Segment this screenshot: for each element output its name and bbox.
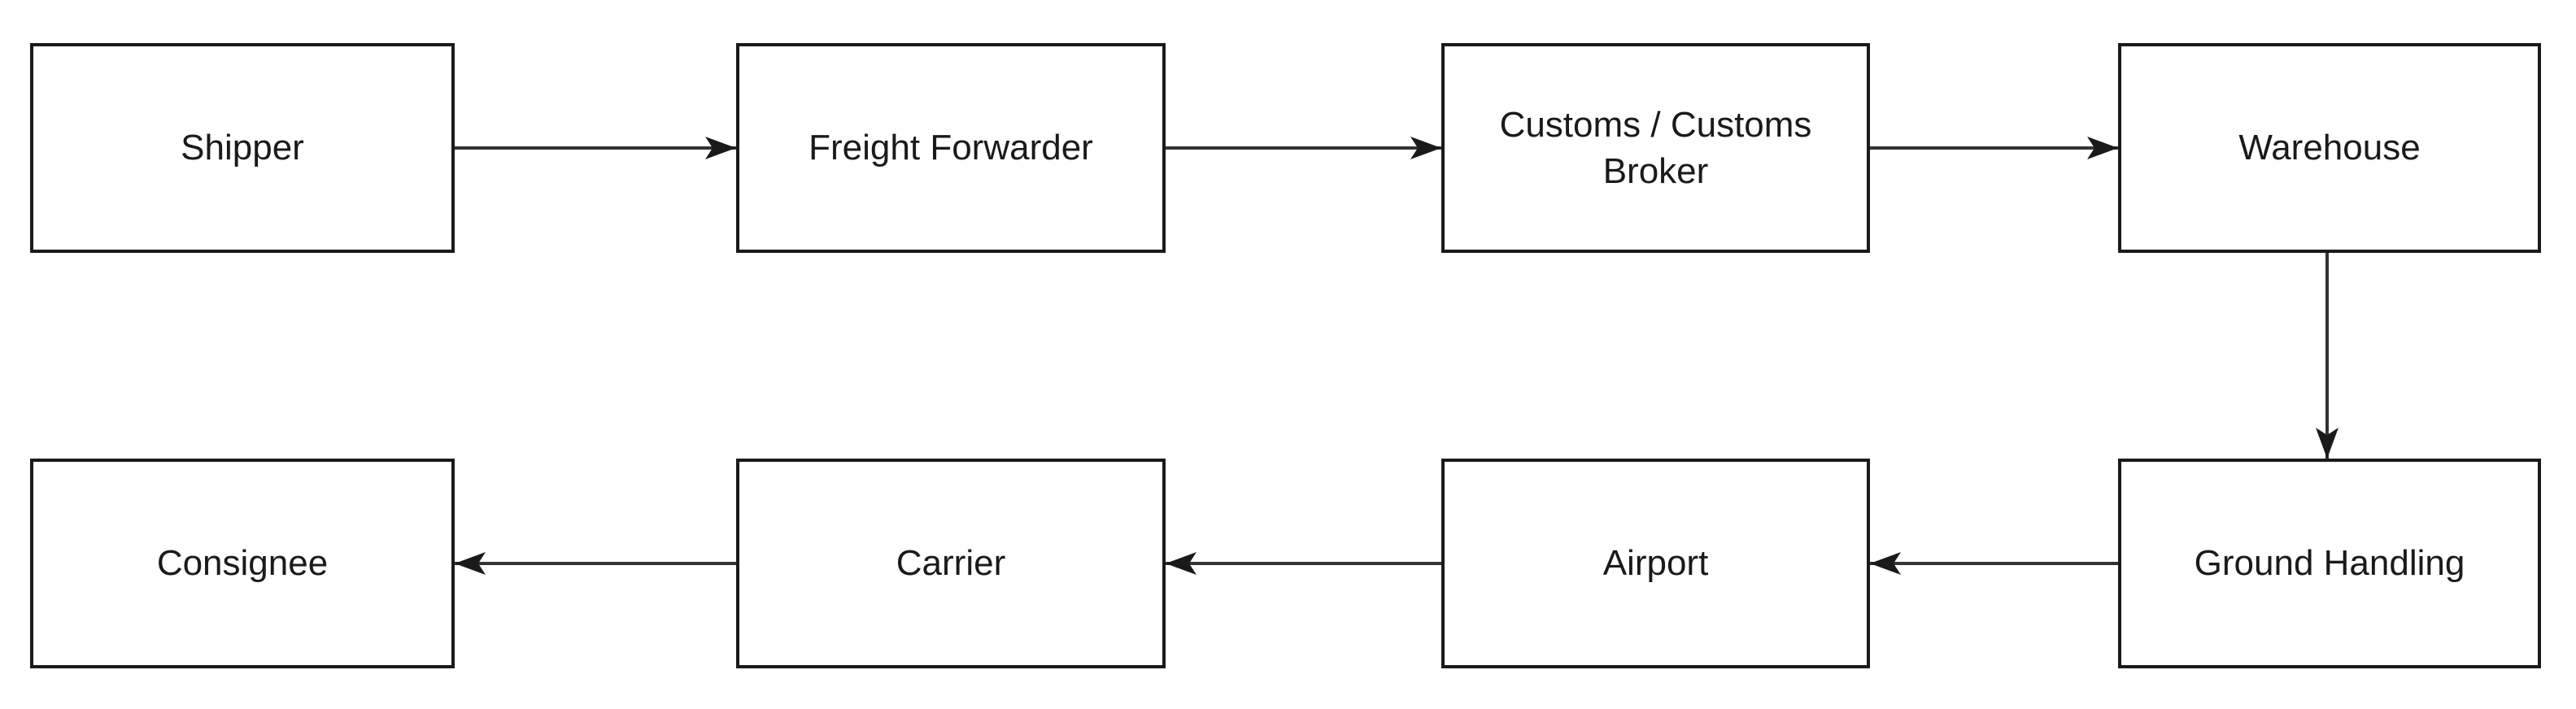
node-consignee: Consignee [30, 459, 455, 668]
node-customs-broker-label: Customs / Customs Broker [1499, 104, 1812, 191]
node-carrier-label: Carrier [896, 543, 1006, 584]
node-shipper: Shipper [30, 43, 455, 253]
node-carrier: Carrier [736, 459, 1166, 668]
node-airport: Airport [1441, 459, 1870, 668]
node-freight-forwarder-label: Freight Forwarder [809, 128, 1093, 168]
node-shipper-label: Shipper [181, 128, 304, 168]
node-customs-broker: Customs / Customs Broker [1441, 43, 1870, 253]
node-airport-label: Airport [1602, 543, 1709, 584]
node-ground-handling: Ground Handling [2118, 459, 2541, 668]
node-consignee-label: Consignee [156, 543, 329, 584]
node-freight-forwarder: Freight Forwarder [736, 43, 1166, 253]
node-warehouse-label: Warehouse [2238, 128, 2421, 168]
node-ground-handling-label: Ground Handling [2194, 543, 2465, 584]
node-warehouse: Warehouse [2118, 43, 2541, 253]
